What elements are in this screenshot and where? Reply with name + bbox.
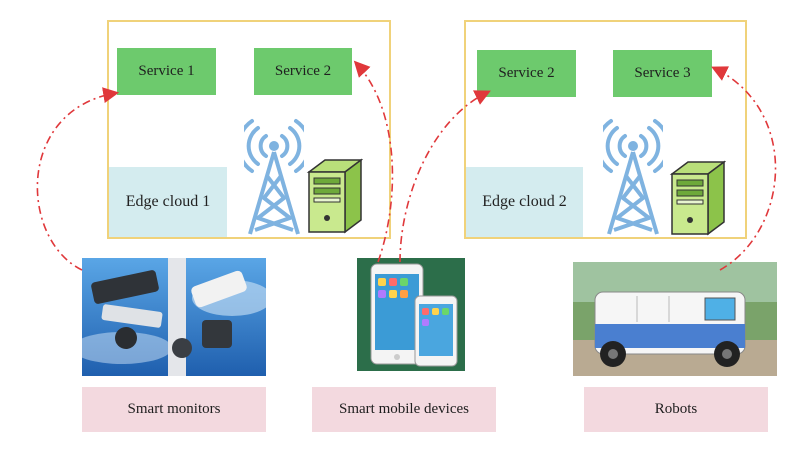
smart-mobile-devices-image xyxy=(357,258,465,371)
edge-cloud-1-service-1: Service 1 xyxy=(117,48,216,95)
smart-mobile-devices-label: Smart mobile devices xyxy=(312,387,496,432)
tower-icon xyxy=(244,119,304,235)
arrow-monitor-to-service-1 xyxy=(36,87,120,271)
smart-monitors-image xyxy=(82,258,266,376)
tower-icon xyxy=(603,119,663,235)
edge-cloud-1-service-2: Service 2 xyxy=(254,48,352,95)
robots-image xyxy=(573,262,777,376)
smart-monitors-label: Smart monitors xyxy=(82,387,266,432)
edge-cloud-2-service-3: Service 3 xyxy=(613,50,712,97)
edge-cloud-1-label: Edge cloud 1 xyxy=(109,167,227,237)
server-icon xyxy=(306,158,363,234)
edge-cloud-2-label: Edge cloud 2 xyxy=(466,167,583,237)
edge-cloud-2-service-2: Service 2 xyxy=(477,50,576,97)
server-icon xyxy=(669,160,726,236)
robots-label: Robots xyxy=(584,387,768,432)
